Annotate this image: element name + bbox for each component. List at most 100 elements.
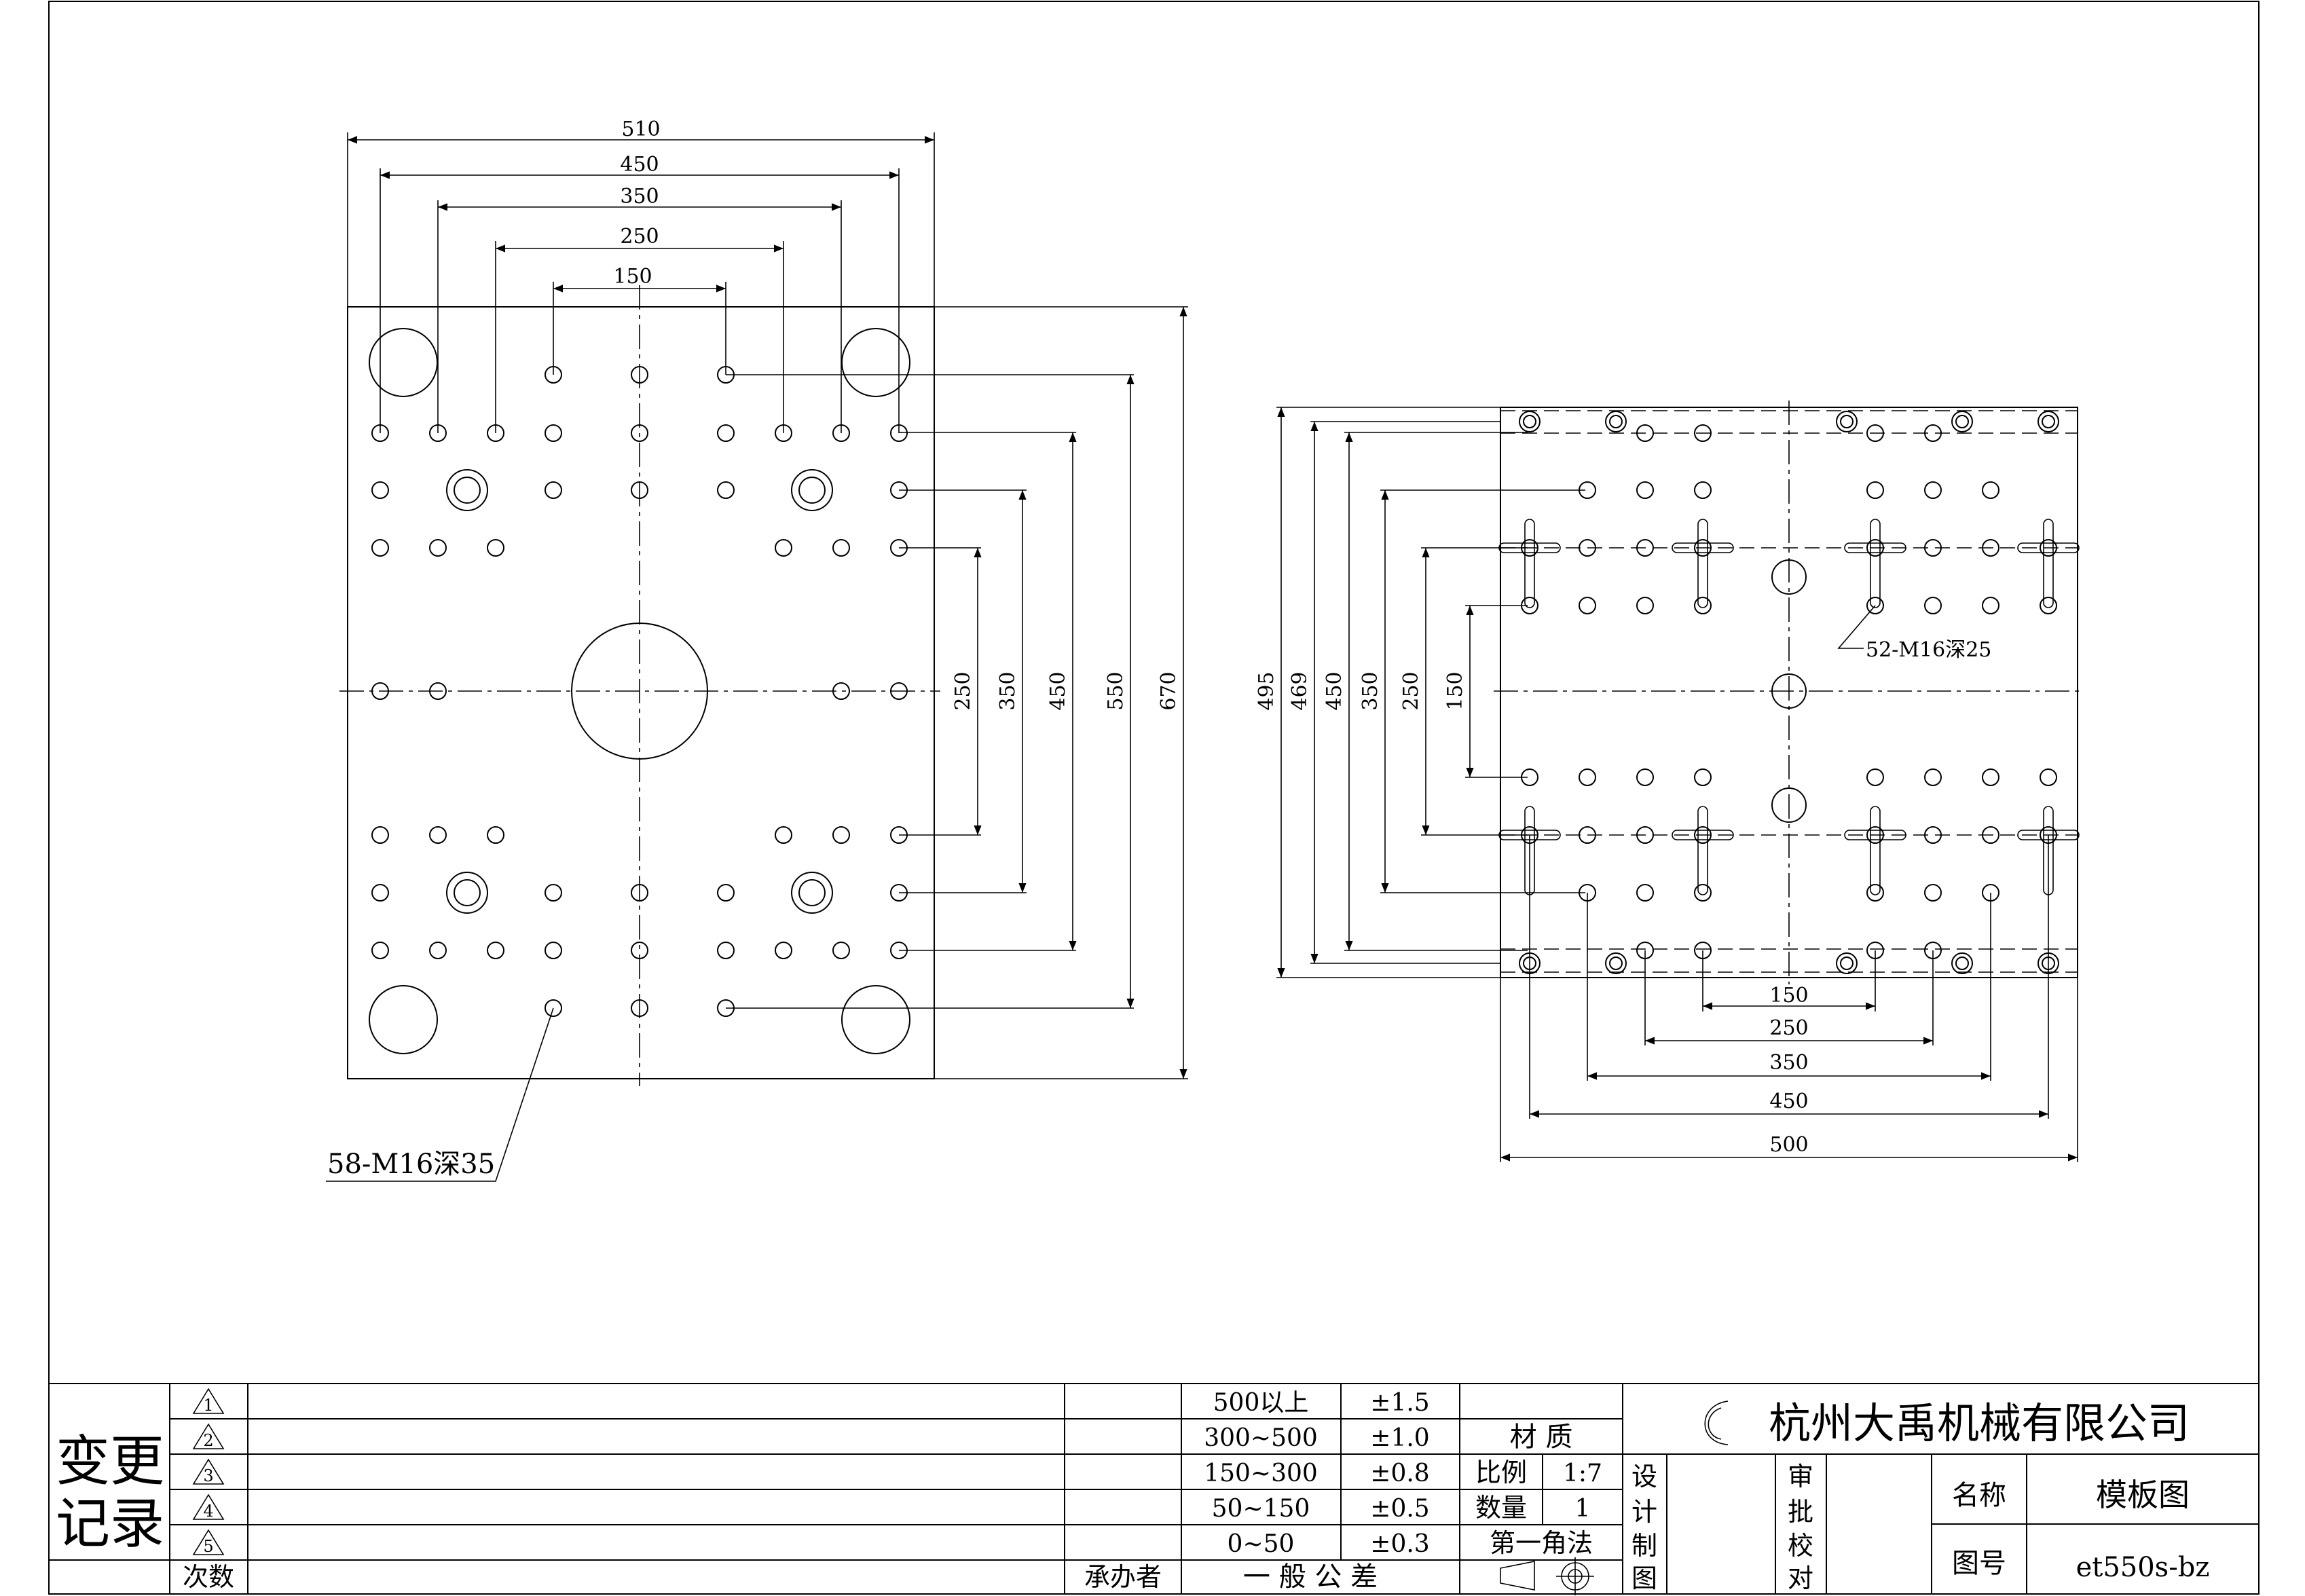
front-dim-250: 250 [620, 225, 659, 248]
quantity-label: 数量 [1475, 1493, 1527, 1523]
edge-ring-outer [1836, 411, 1858, 432]
tapped-hole [487, 942, 504, 959]
front-vertical-dimensions: 250 350 450 550 670 [726, 306, 1188, 1079]
edge-ring-outer [1951, 952, 1973, 974]
drawing-no-value: et550s-bz [2076, 1552, 2210, 1583]
front-plate-outline [347, 306, 935, 1079]
tol-range-4: 50~150 [1212, 1495, 1310, 1523]
tol-range-3: 150~300 [1204, 1460, 1318, 1487]
tapped-hole [545, 884, 562, 902]
review-label-1: 审 [1788, 1462, 1813, 1491]
front-hole-note: 58-M16深35 [327, 1149, 495, 1180]
name-value: 模板图 [2096, 1477, 2190, 1513]
side-dim-v495: 495 [1255, 671, 1278, 710]
tapped-hole [832, 942, 850, 959]
tol-value-2: ±1.0 [1370, 1424, 1429, 1452]
front-dim-v250: 250 [951, 671, 975, 710]
corner-hole [841, 985, 910, 1054]
front-dim-v670: 670 [1157, 671, 1181, 710]
tapped-hole [429, 942, 447, 959]
tapped-hole [1982, 597, 1999, 614]
front-horizontal-dimensions: 510 450 350 250 150 [347, 117, 935, 433]
design-label-2: 计 [1631, 1497, 1657, 1527]
side-dim-v350: 350 [1359, 671, 1382, 710]
tapped-hole [1866, 826, 1884, 844]
tapped-hole [1924, 597, 1942, 614]
scale-label: 比例 [1475, 1458, 1527, 1487]
t-slot-horizontal [1672, 830, 1734, 840]
t-slot-vertical [1870, 519, 1881, 608]
revision-triangle-icon [192, 1529, 225, 1555]
tapped-hole [1866, 597, 1884, 614]
company-logo-icon [1704, 1400, 1729, 1445]
tapped-hole [1866, 424, 1884, 442]
tapped-hole [775, 942, 792, 959]
tapped-hole [717, 942, 735, 959]
side-dim-h500: 500 [1769, 1133, 1808, 1157]
check-label-2: 对 [1788, 1563, 1813, 1593]
tapped-hole [1636, 826, 1654, 844]
tapped-hole [1694, 424, 1712, 442]
t-slot-horizontal [1844, 830, 1906, 840]
scale-value: 1:7 [1563, 1460, 1602, 1487]
tapped-hole [545, 481, 562, 499]
edge-ring-inner [1955, 415, 1969, 428]
tapped-hole [1694, 884, 1712, 902]
side-upper-bore [1771, 559, 1807, 595]
tapped-hole [1924, 768, 1942, 786]
tapped-hole [2040, 597, 2057, 614]
tapped-hole [1579, 597, 1596, 614]
edge-ring-outer [2037, 411, 2059, 432]
tapped-hole [717, 884, 735, 902]
side-view: 495 469 450 350 250 150 [1255, 401, 2084, 1162]
tapped-hole [1694, 768, 1712, 786]
tol-value-3: ±0.8 [1370, 1460, 1429, 1487]
tapped-hole [545, 999, 562, 1017]
corner-hole [369, 985, 438, 1054]
t-slot-vertical [2043, 519, 2054, 608]
locating-ring-inner [454, 879, 481, 906]
locating-ring-outer [791, 469, 833, 511]
edge-ring-outer [1836, 952, 1858, 974]
side-dim-v250: 250 [1399, 671, 1423, 710]
material-label: 材 质 [1510, 1422, 1573, 1453]
revision-triangle-icon [192, 1458, 225, 1485]
edge-ring-outer [1519, 411, 1541, 432]
front-locating-rings [446, 469, 833, 914]
t-slot-horizontal [1844, 542, 1906, 553]
col-handler-label: 承办者 [1084, 1562, 1162, 1592]
tapped-hole [2040, 768, 2057, 786]
tapped-hole [1636, 884, 1654, 902]
revision-mark: 5 [203, 1537, 213, 1556]
tapped-hole [1579, 826, 1596, 844]
tapped-hole [832, 539, 850, 557]
change-record-line1: 变更 [56, 1430, 164, 1493]
tol-range-1: 500以上 [1213, 1389, 1309, 1417]
t-slot-horizontal [1672, 542, 1734, 553]
tapped-hole [429, 682, 447, 700]
side-hole-leader [1837, 605, 1876, 649]
name-label: 名称 [1952, 1480, 2006, 1511]
side-lower-bore [1771, 787, 1807, 823]
tapped-hole [371, 826, 389, 844]
check-label-1: 校 [1788, 1531, 1813, 1561]
locating-ring-inner [798, 879, 826, 906]
tapped-hole [1636, 539, 1654, 557]
corner-hole [841, 328, 910, 397]
tapped-hole [631, 884, 648, 902]
tapped-hole [1694, 481, 1712, 499]
side-dim-h150: 150 [1769, 984, 1808, 1007]
edge-ring-inner [1840, 957, 1854, 970]
tapped-hole [631, 481, 648, 499]
t-slot-vertical [1870, 806, 1881, 895]
company-name: 杭州大禹机械有限公司 [1769, 1398, 2190, 1448]
tol-value-1: ±1.5 [1370, 1389, 1429, 1417]
side-center-bore [1771, 673, 1807, 709]
draw-label-1: 制 [1631, 1531, 1657, 1561]
edge-ring-outer [1605, 952, 1627, 974]
side-dim-h450: 450 [1769, 1090, 1808, 1113]
revision-triangle-icon [192, 1388, 225, 1414]
tapped-hole [429, 826, 447, 844]
tapped-hole [371, 539, 389, 557]
tol-range-5: 0~50 [1228, 1530, 1295, 1558]
